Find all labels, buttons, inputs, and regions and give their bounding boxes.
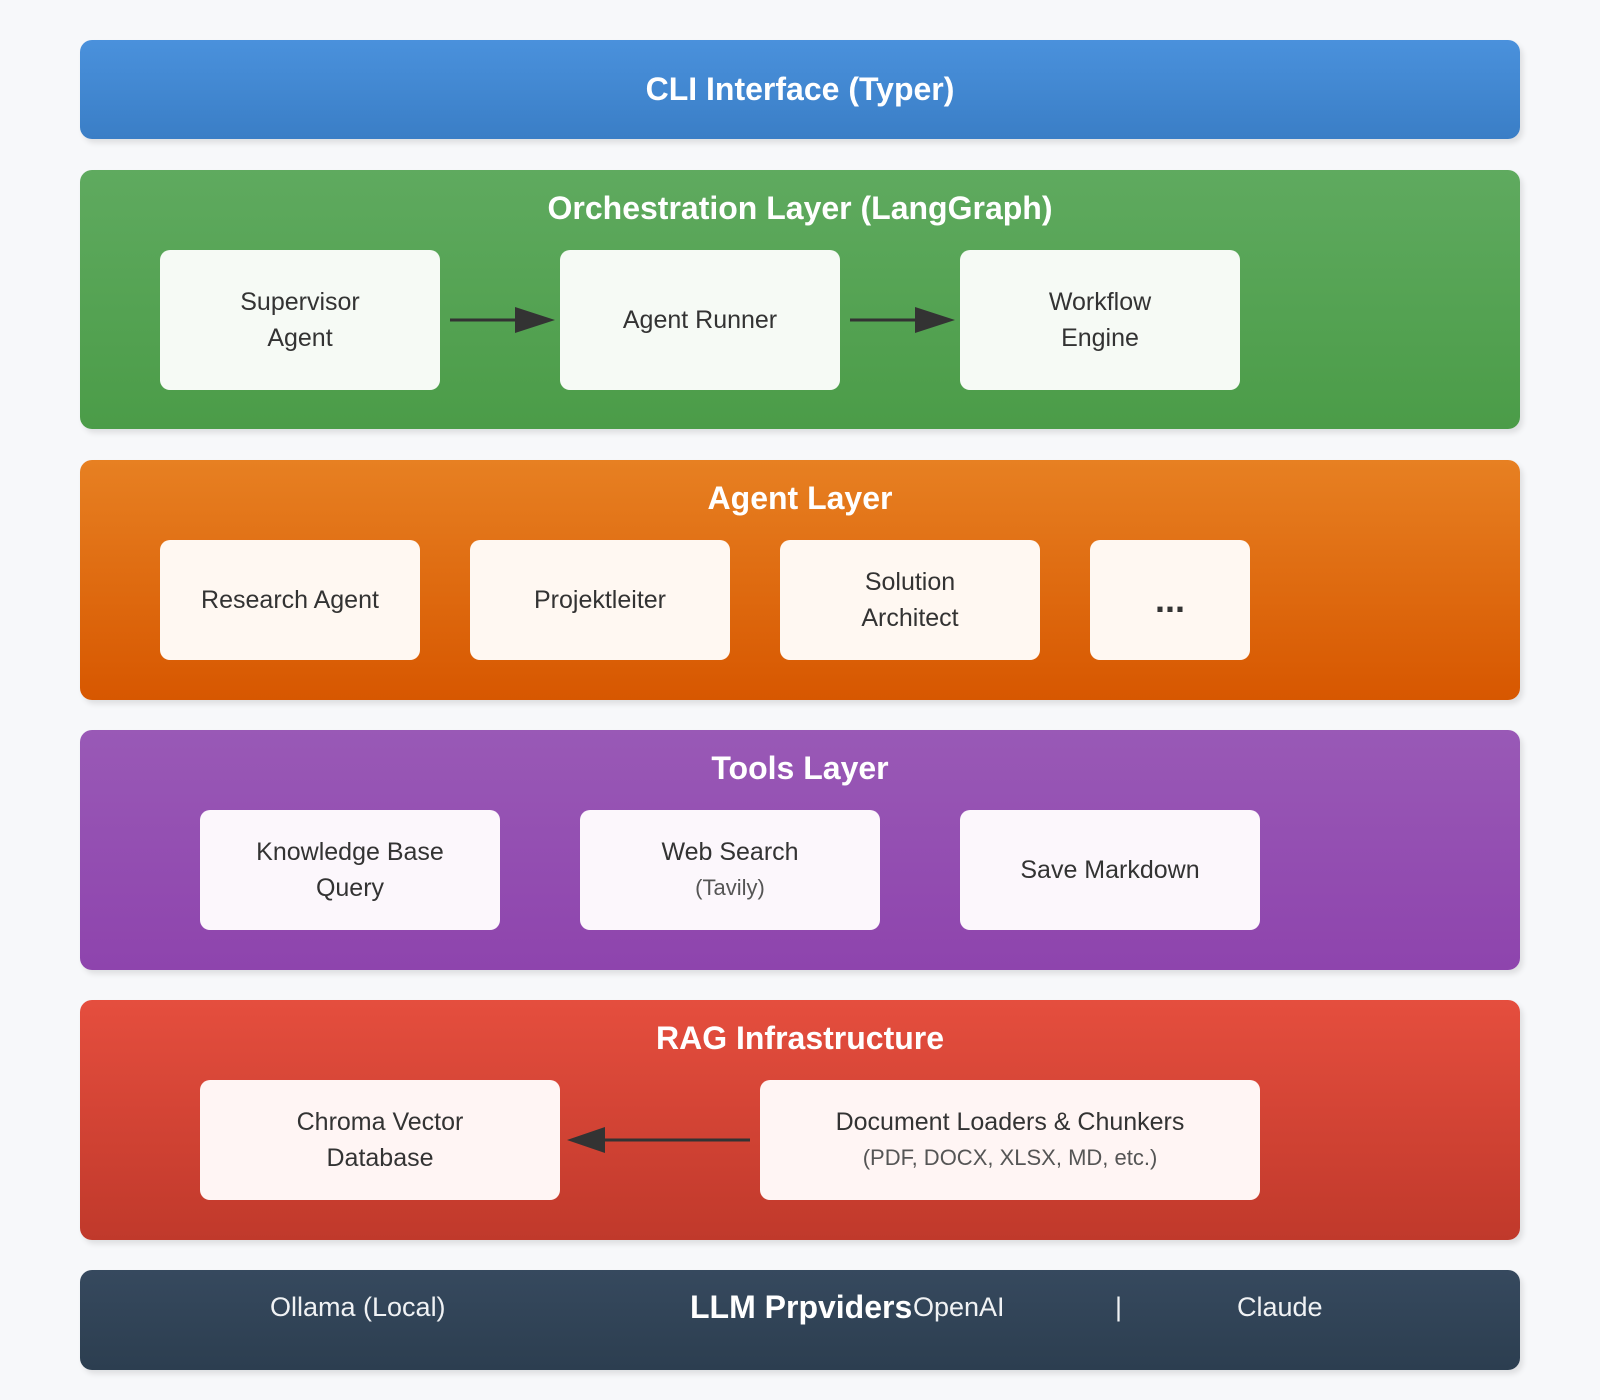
arrow-left-icon xyxy=(567,1127,750,1153)
box-label: Supervisor xyxy=(240,288,360,316)
box-label: Document Loaders & Chunkers xyxy=(835,1108,1185,1136)
supervisor-agent-box: Supervisor Agent xyxy=(160,250,440,390)
agent-layer-title: Agent Layer xyxy=(707,480,893,516)
more-agents-box: ... xyxy=(1090,540,1250,660)
tools-layer: Tools Layer Knowledge Base Query Web Sea… xyxy=(80,730,1520,970)
chroma-vector-database-box: Chroma Vector Database xyxy=(200,1080,560,1200)
cli-layer-title: CLI Interface (Typer) xyxy=(645,71,955,107)
cli-interface-layer: CLI Interface (Typer) xyxy=(80,40,1520,139)
agent-layer: Agent Layer Research Agent Projektleiter… xyxy=(80,460,1520,700)
document-loaders-box: Document Loaders & Chunkers (PDF, DOCX, … xyxy=(760,1080,1260,1200)
box-label: Solution xyxy=(864,568,956,596)
box-label: Research Agent xyxy=(201,586,379,614)
solution-architect-box: Solution Architect xyxy=(780,540,1040,660)
research-agent-box: Research Agent xyxy=(160,540,420,660)
projektleiter-box: Projektleiter xyxy=(470,540,730,660)
llm-providers-layer: Ollama (Local) LLM Prpviders OpenAI | Cl… xyxy=(80,1270,1520,1370)
rag-layer-title: RAG Infrastructure xyxy=(655,1020,945,1056)
box-label: Database xyxy=(326,1144,434,1172)
workflow-engine-box: Workflow Engine xyxy=(960,250,1240,390)
orchestration-layer: Orchestration Layer (LangGraph) Supervis… xyxy=(80,170,1520,429)
box-sublabel: (Tavily) xyxy=(695,875,765,900)
ellipsis-label: ... xyxy=(1154,579,1185,620)
box-label: Knowledge Base xyxy=(256,838,444,866)
box-label: Agent xyxy=(267,324,333,352)
box-label: Engine xyxy=(1061,324,1139,352)
rag-infrastructure-layer: RAG Infrastructure Chroma Vector Databas… xyxy=(80,1000,1520,1240)
arrow-right-icon xyxy=(450,307,555,333)
box-label: Chroma Vector xyxy=(296,1108,464,1136)
web-search-box: Web Search (Tavily) xyxy=(580,810,880,930)
box-sublabel: (PDF, DOCX, XLSX, MD, etc.) xyxy=(862,1145,1158,1170)
arrow-right-icon xyxy=(850,307,955,333)
box-label: Workflow xyxy=(1048,288,1152,316)
provider-openai: OpenAI xyxy=(913,1292,1005,1322)
tools-layer-title: Tools Layer xyxy=(711,750,889,786)
llm-layer-title: LLM Prpviders xyxy=(690,1289,913,1325)
save-markdown-box: Save Markdown xyxy=(960,810,1260,930)
box-label: Web Search xyxy=(661,838,799,866)
box-label: Architect xyxy=(861,604,959,632)
agent-runner-box: Agent Runner xyxy=(560,250,840,390)
box-label: Query xyxy=(315,874,385,902)
box-label: Agent Runner xyxy=(622,306,778,334)
orchestration-layer-title: Orchestration Layer (LangGraph) xyxy=(547,190,1053,226)
provider-separator: | xyxy=(1115,1292,1123,1322)
box-label: Save Markdown xyxy=(1020,856,1200,884)
provider-claude: Claude xyxy=(1237,1292,1323,1322)
provider-ollama: Ollama (Local) xyxy=(270,1292,446,1322)
box-label: Projektleiter xyxy=(534,586,666,614)
knowledge-base-query-box: Knowledge Base Query xyxy=(200,810,500,930)
